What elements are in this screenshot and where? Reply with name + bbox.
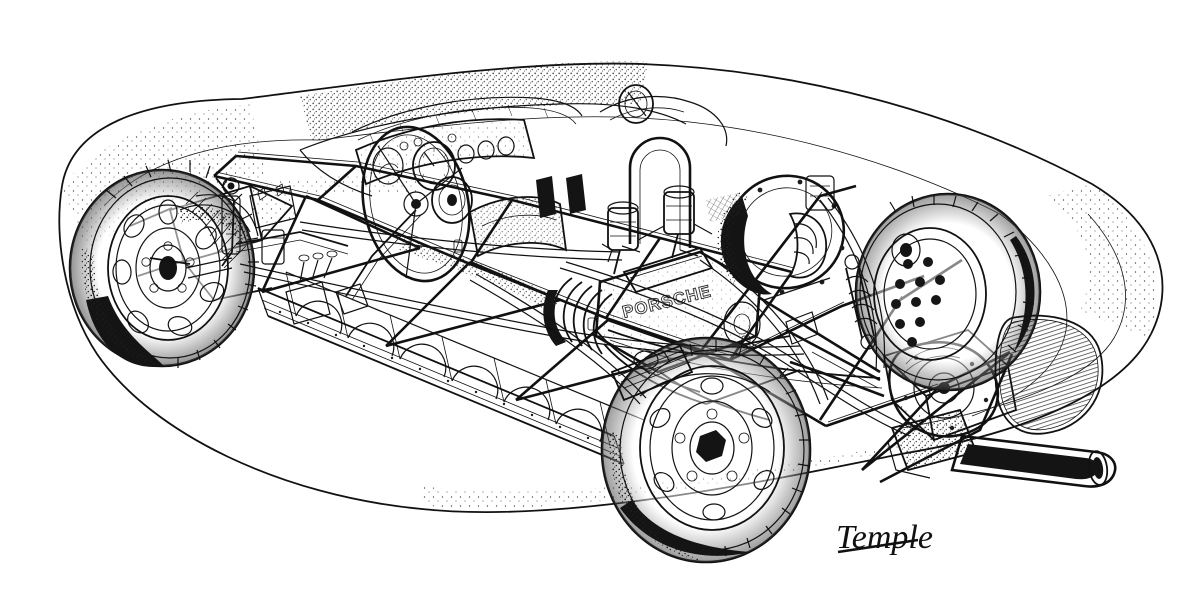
signature: Temple <box>836 519 933 556</box>
suspension-front <box>149 177 349 279</box>
rear-wheel-far <box>854 192 1042 392</box>
dashboard <box>354 118 536 224</box>
rear-wheel-near <box>600 336 812 564</box>
roll-hoop <box>618 84 699 257</box>
rear-brake-finned <box>610 344 694 402</box>
fuel-filler[interactable] <box>618 84 654 124</box>
oil-cooler <box>994 314 1104 435</box>
fuel-lines <box>239 197 917 437</box>
carburettors <box>601 185 713 275</box>
shock-absorber <box>844 254 878 350</box>
pedal-box <box>285 250 338 325</box>
sill-panel <box>257 271 645 465</box>
shading-accents <box>252 174 746 314</box>
